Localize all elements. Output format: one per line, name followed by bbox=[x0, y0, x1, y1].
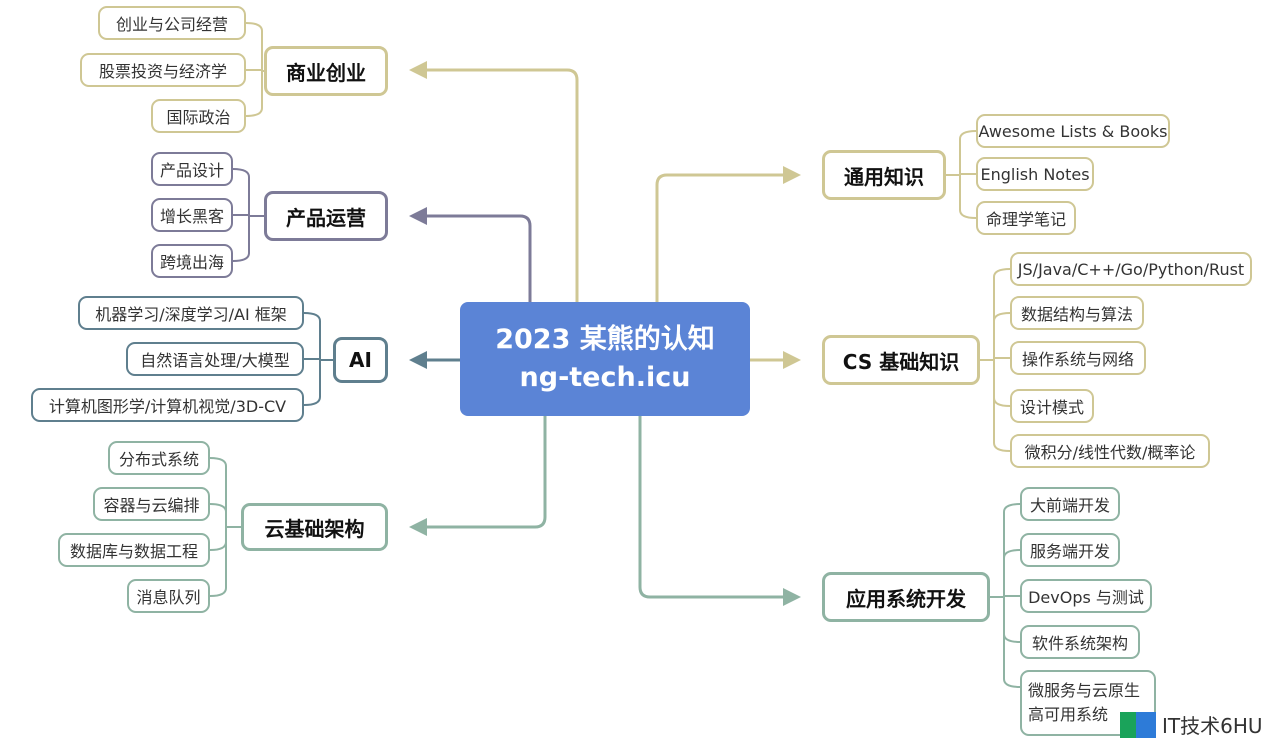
watermark-logo-icon bbox=[1120, 711, 1156, 738]
topic-cloud[interactable]: 云基础架构 bbox=[241, 503, 388, 551]
subtopic[interactable]: 操作系统与网络 bbox=[1010, 341, 1146, 375]
subtopic[interactable]: 产品设计 bbox=[151, 152, 233, 186]
subtopic[interactable]: 数据结构与算法 bbox=[1010, 296, 1144, 330]
subtopic-label: 跨境出海 bbox=[159, 253, 224, 272]
subtopic-label: 增长黑客 bbox=[159, 207, 224, 226]
topic-product[interactable]: 产品运营 bbox=[264, 191, 388, 241]
subtopic-label: 微积分/线性代数/概率论 bbox=[1024, 443, 1196, 462]
subtopic-label: 容器与云编排 bbox=[103, 496, 200, 515]
topic-business[interactable]: 商业创业 bbox=[264, 46, 388, 96]
subtopic[interactable]: English Notes bbox=[976, 157, 1094, 191]
central-subtitle: ng-tech.icu bbox=[519, 362, 691, 393]
subtopic[interactable]: 容器与云编排 bbox=[93, 487, 210, 521]
topic-ai[interactable]: AI bbox=[333, 337, 388, 383]
subtopic-label: Awesome Lists & Books bbox=[978, 121, 1168, 141]
topic-label: 通用知识 bbox=[844, 164, 924, 189]
subtopic-label: 服务端开发 bbox=[1029, 542, 1110, 561]
bracket-business bbox=[245, 22, 264, 117]
subtopic-label: English Notes bbox=[980, 164, 1090, 184]
bracket-ai bbox=[303, 312, 333, 406]
subtopic-label: 数据结构与算法 bbox=[1020, 305, 1133, 324]
subtopic-label: 计算机图形学/计算机视觉/3D-CV bbox=[48, 397, 287, 416]
watermark-text: IT技术6HU bbox=[1162, 714, 1263, 738]
bracket-product bbox=[232, 168, 264, 262]
subtopic-label: 微服务与云原生 高可用系统 bbox=[1028, 681, 1141, 724]
subtopic-label: 创业与公司经营 bbox=[115, 15, 228, 34]
topic-label: 商业创业 bbox=[286, 60, 366, 85]
subtopic[interactable]: 服务端开发 bbox=[1020, 533, 1120, 567]
subtopic[interactable]: 软件系统架构 bbox=[1020, 625, 1140, 659]
topic-label: 应用系统开发 bbox=[846, 586, 966, 611]
subtopic[interactable]: 命理学笔记 bbox=[976, 201, 1076, 235]
subtopic[interactable]: 股票投资与经济学 bbox=[80, 53, 246, 87]
topic-general[interactable]: 通用知识 bbox=[822, 150, 946, 200]
subtopic[interactable]: 创业与公司经营 bbox=[98, 6, 246, 40]
subtopic[interactable]: 自然语言处理/大模型 bbox=[126, 342, 304, 376]
subtopic-label: 命理学笔记 bbox=[985, 210, 1066, 229]
subtopic-label: 大前端开发 bbox=[1029, 496, 1110, 515]
subtopic-label: 分布式系统 bbox=[118, 450, 199, 469]
subtopic-label: 机器学习/深度学习/AI 框架 bbox=[95, 305, 287, 324]
subtopic-label: 消息队列 bbox=[136, 588, 201, 607]
subtopic-label: 自然语言处理/大模型 bbox=[140, 351, 290, 370]
subtopic-label: DevOps 与测试 bbox=[1028, 588, 1144, 607]
subtopic-label: 产品设计 bbox=[159, 161, 224, 180]
subtopic[interactable]: Awesome Lists & Books bbox=[976, 114, 1170, 148]
subtopic[interactable]: 数据库与数据工程 bbox=[58, 533, 210, 567]
subtopic[interactable]: 跨境出海 bbox=[151, 244, 233, 278]
subtopic-label: 数据库与数据工程 bbox=[69, 542, 198, 561]
topic-label: 产品运营 bbox=[286, 205, 366, 230]
subtopic[interactable]: 机器学习/深度学习/AI 框架 bbox=[78, 296, 304, 330]
bracket-cs bbox=[980, 268, 1011, 452]
subtopic[interactable]: 大前端开发 bbox=[1020, 487, 1120, 521]
topic-cs[interactable]: CS 基础知识 bbox=[822, 335, 980, 385]
subtopic[interactable]: 增长黑客 bbox=[151, 198, 233, 232]
bracket-general bbox=[946, 130, 977, 219]
subtopic[interactable]: 微积分/线性代数/概率论 bbox=[1010, 434, 1210, 468]
subtopic[interactable]: 国际政治 bbox=[151, 99, 246, 133]
subtopic-label: 设计模式 bbox=[1019, 398, 1084, 417]
watermark: IT技术6HU bbox=[1120, 710, 1263, 739]
subtopic[interactable]: JS/Java/C++/Go/Python/Rust bbox=[1010, 252, 1252, 286]
topic-label: CS 基础知识 bbox=[842, 349, 960, 374]
topic-label: AI bbox=[349, 348, 372, 372]
bracket-app bbox=[990, 503, 1021, 688]
subtopic[interactable]: DevOps 与测试 bbox=[1020, 579, 1152, 613]
subtopic-label: JS/Java/C++/Go/Python/Rust bbox=[1017, 259, 1245, 279]
central-topic[interactable]: 2023 某熊的认知 ng-tech.icu bbox=[460, 302, 750, 416]
topic-app[interactable]: 应用系统开发 bbox=[822, 572, 990, 622]
subtopic[interactable]: 设计模式 bbox=[1010, 389, 1094, 423]
subtopic-label: 软件系统架构 bbox=[1031, 634, 1128, 653]
subtopic[interactable]: 分布式系统 bbox=[108, 441, 210, 475]
subtopic-label: 国际政治 bbox=[166, 108, 231, 127]
subtopic-label: 操作系统与网络 bbox=[1021, 350, 1134, 369]
central-title: 2023 某熊的认知 bbox=[495, 324, 715, 355]
subtopic-label: 股票投资与经济学 bbox=[98, 62, 227, 81]
subtopic[interactable]: 消息队列 bbox=[127, 579, 210, 613]
subtopic[interactable]: 计算机图形学/计算机视觉/3D-CV bbox=[31, 388, 304, 422]
bracket-cloud bbox=[209, 457, 241, 597]
topic-label: 云基础架构 bbox=[264, 516, 365, 541]
